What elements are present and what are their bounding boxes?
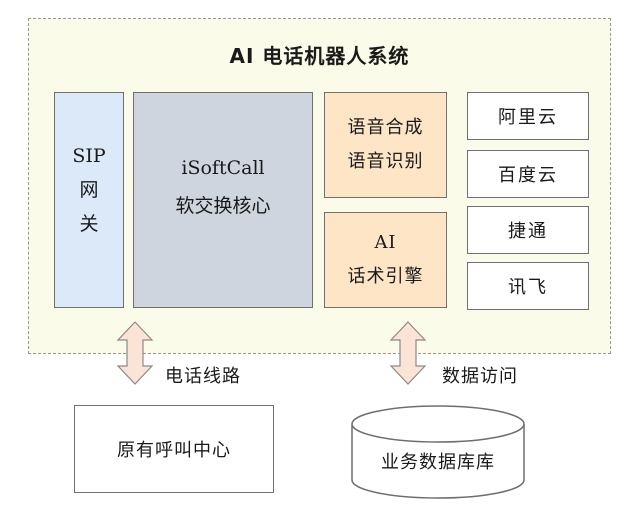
sip-label-gate: 关: [79, 213, 99, 235]
phone-line-double-arrow: [116, 321, 154, 385]
sip-gateway-box: SIP 网 关: [54, 92, 124, 308]
ai-script-engine-box: AI 话术引擎: [324, 212, 447, 308]
system-title: AI 电话机器人系统: [229, 44, 410, 68]
speech-services-box: 语音合成 语音识别: [324, 92, 447, 198]
sip-label-net: 网: [79, 179, 99, 201]
vendor-box-jietong: 捷通: [467, 206, 589, 254]
speech-synthesis-label: 语音合成: [347, 117, 424, 138]
softswitch-core-box: iSoftCall 软交换核心: [133, 92, 313, 308]
vendor-label: 百度云: [498, 165, 558, 186]
vendor-label: 讯飞: [508, 277, 548, 298]
legacy-call-center-box: 原有呼叫中心: [74, 405, 274, 493]
vendor-box-aliyun: 阿里云: [467, 92, 589, 140]
vendor-label: 阿里云: [498, 107, 558, 128]
core-description: 软交换核心: [175, 195, 271, 217]
database-cylinder: [351, 405, 525, 499]
engine-ai-label: AI: [374, 232, 397, 253]
vendor-label: 捷通: [508, 221, 548, 242]
sip-label: SIP: [72, 145, 106, 167]
legacy-call-center-label: 原有呼叫中心: [117, 440, 231, 461]
phone-line-label: 电话线路: [165, 366, 241, 387]
data-access-double-arrow: [389, 321, 427, 385]
engine-name-label: 话术引擎: [347, 266, 424, 287]
business-database-label: 业务数据库库: [381, 452, 495, 473]
speech-recognition-label: 语音识别: [347, 151, 424, 172]
vendor-box-baidu: 百度云: [467, 150, 589, 198]
core-product-name: iSoftCall: [181, 157, 265, 179]
vendor-box-xunfei: 讯飞: [467, 262, 589, 310]
data-access-label: 数据访问: [442, 366, 518, 387]
